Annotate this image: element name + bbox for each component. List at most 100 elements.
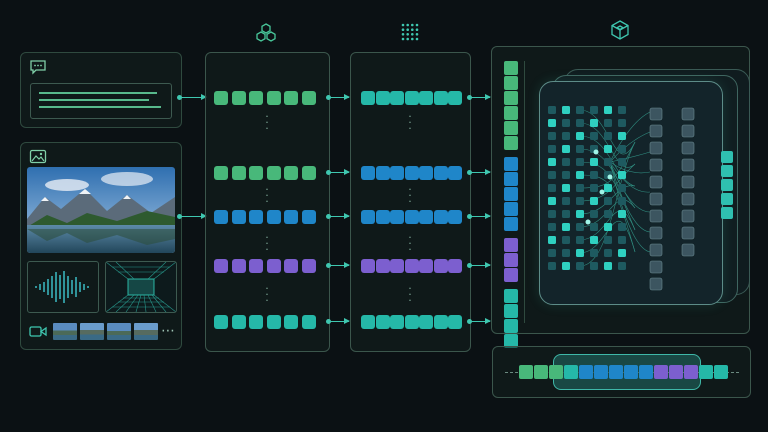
layer-node bbox=[649, 260, 663, 274]
token bbox=[231, 210, 246, 224]
network-node bbox=[618, 132, 626, 140]
projector-column: ············ bbox=[350, 52, 471, 352]
layer-node bbox=[649, 107, 663, 121]
sequence-token bbox=[534, 365, 548, 379]
flow-arrow bbox=[467, 213, 491, 219]
layer-node bbox=[649, 243, 663, 257]
network-node bbox=[576, 106, 584, 114]
attention-network bbox=[548, 106, 695, 291]
glow-point bbox=[593, 149, 599, 155]
network-node bbox=[618, 119, 626, 127]
video-frame-strip bbox=[53, 323, 159, 341]
token bbox=[433, 315, 448, 329]
flow-arrow bbox=[467, 318, 491, 324]
token bbox=[419, 91, 433, 105]
network-node bbox=[548, 145, 556, 153]
layer-node bbox=[681, 124, 695, 138]
token bbox=[284, 91, 298, 105]
text-document-preview bbox=[30, 83, 172, 119]
token bbox=[284, 166, 298, 180]
glow-point bbox=[585, 219, 591, 225]
layer-node bbox=[681, 226, 695, 240]
sequence-token bbox=[669, 365, 683, 379]
token bbox=[361, 315, 375, 329]
network-node bbox=[576, 119, 584, 127]
token bbox=[375, 166, 390, 180]
network-node bbox=[548, 210, 556, 218]
network-node bbox=[548, 158, 556, 166]
token bbox=[214, 315, 228, 329]
token bbox=[249, 210, 263, 224]
token bbox=[419, 210, 433, 224]
network-node bbox=[562, 249, 570, 257]
token bbox=[231, 315, 246, 329]
token-sequence bbox=[519, 365, 729, 379]
network-node bbox=[548, 171, 556, 179]
token bbox=[266, 166, 281, 180]
media-input-panel: ⋯ bbox=[20, 142, 182, 350]
network-node bbox=[618, 249, 626, 257]
token bbox=[390, 166, 404, 180]
network-node bbox=[604, 132, 612, 140]
token bbox=[375, 210, 390, 224]
flow-arrow bbox=[467, 94, 491, 100]
token bbox=[266, 210, 281, 224]
transformer-layer-front[interactable] bbox=[539, 81, 723, 305]
layer-node bbox=[649, 124, 663, 138]
token bbox=[504, 334, 518, 348]
token bbox=[504, 61, 518, 75]
sequence-token bbox=[564, 365, 578, 379]
token bbox=[419, 315, 433, 329]
encoder-column: ············ bbox=[205, 52, 330, 352]
network-node bbox=[590, 171, 598, 179]
token bbox=[504, 172, 518, 186]
network-node bbox=[562, 119, 570, 127]
network-node bbox=[618, 158, 626, 166]
token bbox=[284, 210, 298, 224]
network-node bbox=[576, 236, 584, 244]
sequence-token bbox=[639, 365, 653, 379]
layer-node bbox=[681, 209, 695, 223]
token bbox=[448, 91, 462, 105]
network-node bbox=[604, 158, 612, 166]
network-node bbox=[590, 197, 598, 205]
network-node bbox=[576, 197, 584, 205]
token bbox=[214, 210, 228, 224]
network-node bbox=[618, 145, 626, 153]
layer-node bbox=[649, 209, 663, 223]
layer-node bbox=[681, 192, 695, 206]
ellipsis-icon[interactable]: ⋯ bbox=[161, 323, 175, 339]
network-node bbox=[548, 132, 556, 140]
token bbox=[231, 166, 246, 180]
token bbox=[504, 76, 518, 90]
ellipsis-icon: ··· bbox=[265, 183, 269, 208]
token bbox=[419, 259, 433, 273]
ellipsis-icon: ··· bbox=[408, 231, 412, 256]
token bbox=[390, 91, 404, 105]
token bbox=[433, 259, 448, 273]
token bbox=[266, 259, 281, 273]
layer-node bbox=[649, 175, 663, 189]
token bbox=[433, 91, 448, 105]
cube-icon bbox=[611, 20, 629, 40]
token bbox=[390, 259, 404, 273]
video-frame bbox=[134, 323, 158, 340]
token bbox=[214, 91, 228, 105]
network-node bbox=[576, 145, 584, 153]
token bbox=[448, 315, 462, 329]
flow-arrow bbox=[467, 169, 491, 175]
token bbox=[361, 166, 375, 180]
flow-arrow bbox=[467, 262, 491, 268]
network-node bbox=[590, 184, 598, 192]
sequence-token bbox=[699, 365, 713, 379]
token bbox=[404, 315, 419, 329]
token bbox=[504, 304, 518, 318]
network-node bbox=[590, 132, 598, 140]
output-token-stack bbox=[721, 151, 733, 223]
network-node bbox=[576, 210, 584, 218]
token bbox=[284, 259, 298, 273]
network-node bbox=[576, 158, 584, 166]
layer-node bbox=[681, 158, 695, 172]
sequence-token bbox=[684, 365, 698, 379]
token bbox=[266, 315, 281, 329]
